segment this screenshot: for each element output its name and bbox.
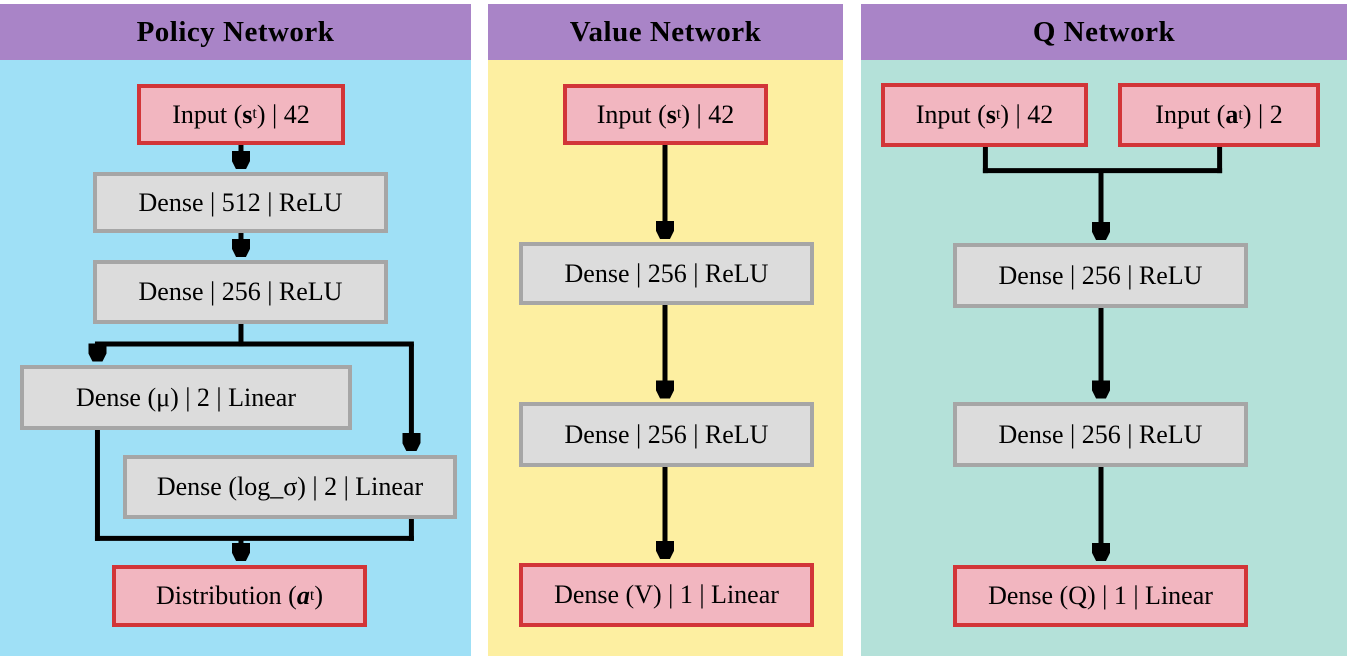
node-q-dense-256-a: Dense | 256 | ReLU bbox=[953, 243, 1248, 308]
node-value-dense-256-b: Dense | 256 | ReLU bbox=[519, 402, 814, 467]
panel-q-title: Q Network bbox=[1032, 15, 1176, 48]
q-edges bbox=[982, 144, 1223, 656]
node-policy-dense-512: Dense | 512 | ReLU bbox=[93, 172, 388, 233]
node-policy-dense-log-sigma: Dense (log_σ) | 2 | Linear bbox=[123, 455, 457, 519]
policy-edges bbox=[0, 142, 471, 656]
node-q-dense-256-b: Dense | 256 | ReLU bbox=[953, 402, 1248, 467]
node-q-output: Dense (Q) | 1 | Linear bbox=[953, 565, 1248, 627]
panel-policy-header: Policy Network bbox=[0, 4, 471, 60]
node-policy-dense-mu: Dense (μ) | 2 | Linear bbox=[20, 365, 352, 430]
panel-value-header: Value Network bbox=[488, 4, 843, 60]
node-policy-dense-256: Dense | 256 | ReLU bbox=[93, 260, 388, 324]
panel-q-header: Q Network bbox=[861, 4, 1347, 60]
node-value-dense-256-a: Dense | 256 | ReLU bbox=[519, 242, 814, 305]
panel-value-title: Value Network bbox=[569, 15, 762, 48]
panel-policy-title: Policy Network bbox=[136, 15, 335, 48]
value-edges bbox=[488, 142, 843, 656]
node-value-output: Dense (V) | 1 | Linear bbox=[519, 563, 814, 627]
